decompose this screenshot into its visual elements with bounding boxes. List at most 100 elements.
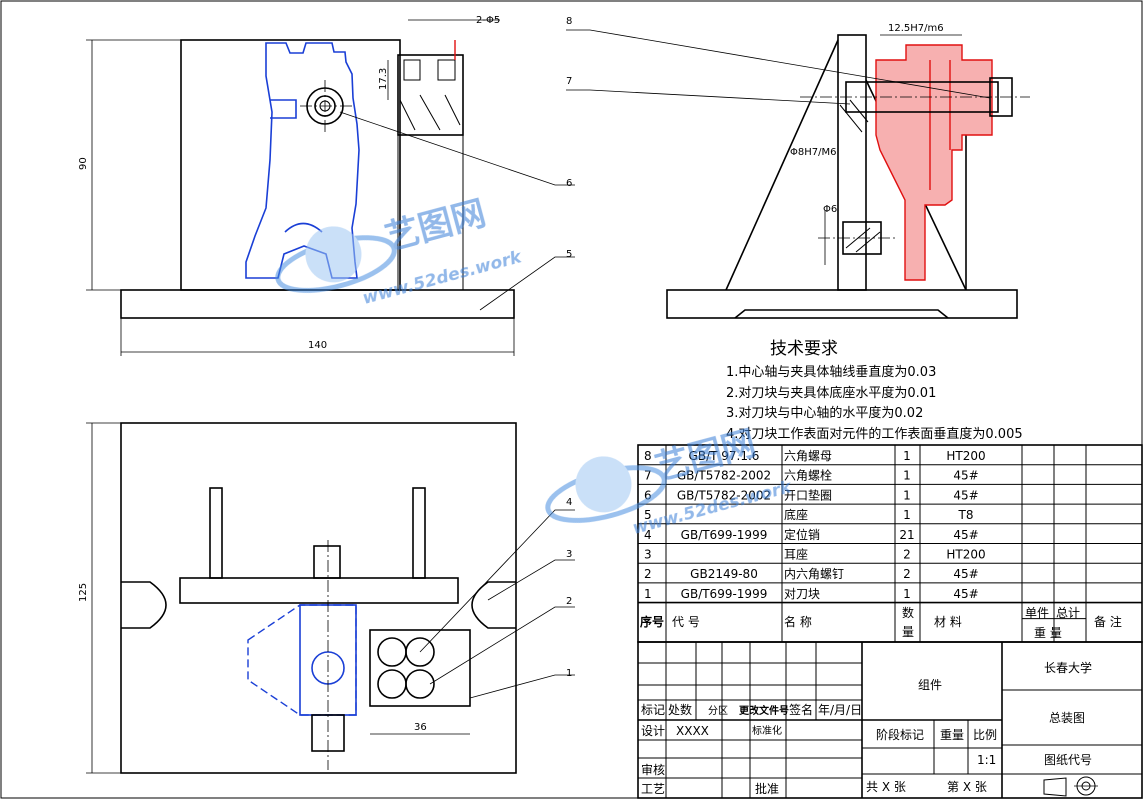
bom-cell-qty: 1 — [903, 587, 911, 601]
tech-requirement-4: 4.对刀块工作表面对元件的工作表面垂直度为0.005 — [726, 426, 1023, 442]
bom-cell-qty: 1 — [903, 449, 911, 463]
tb-sign: 签名 — [789, 702, 813, 717]
balloon-labels: 8 7 6 5 4 3 2 1 — [566, 16, 572, 679]
bom-cell-qty: 1 — [903, 508, 911, 522]
dim-36: 36 — [414, 722, 427, 733]
tech-requirements: 技术要求 1.中心轴与夹具体轴线垂直度为0.03 2.对刀块与夹具体底座水平度为… — [726, 339, 1023, 442]
bom-cell-code: GB/T5782-2002 — [677, 488, 771, 502]
ear-right — [471, 581, 516, 629]
bom-header-qty-1: 数 — [902, 605, 914, 620]
bom-header-weight-unit: 单件 — [1025, 606, 1049, 620]
tb-drawing-code: 图纸代号 — [1044, 753, 1092, 767]
side-hatch — [839, 99, 869, 133]
bom-cell-no: 5 — [644, 508, 652, 522]
bom-cell-material: HT200 — [946, 449, 985, 463]
balloon-3: 3 — [566, 549, 572, 560]
front-view: 90 140 2-Φ5 17.3 — [78, 15, 575, 356]
bom-cell-name: 对刀块 — [784, 587, 820, 601]
balloon-6: 6 — [566, 178, 572, 189]
upright — [837, 34, 867, 291]
tb-design: 设计 — [641, 724, 665, 738]
dim-pin-fit: Φ8H7/M6 — [790, 147, 836, 158]
workpiece-slot — [270, 99, 297, 119]
side-base-step — [734, 309, 949, 319]
bom-header-remark: 备 注 — [1094, 614, 1122, 629]
tb-scale-value: 1:1 — [977, 753, 996, 767]
rib-left — [725, 39, 839, 291]
leader-2 — [429, 606, 575, 685]
tb-change-doc: 更改文件号 — [739, 704, 789, 717]
bom-cell-name: 内六角螺钉 — [784, 567, 844, 581]
dim-140: 140 — [308, 340, 327, 351]
bom-cell-qty: 2 — [903, 548, 911, 562]
top-workpiece-hidden — [247, 604, 357, 716]
tb-drawing-name: 总装图 — [1049, 711, 1085, 725]
bom-cell-no: 8 — [644, 449, 652, 463]
balloon-8: 8 — [566, 16, 572, 27]
tb-assembly: 组件 — [918, 678, 942, 692]
bom-header-code: 代 号 — [672, 615, 700, 629]
dim-90: 90 — [78, 157, 89, 170]
side-base-plate — [666, 289, 1018, 319]
tb-mark: 标记 — [641, 703, 665, 717]
pin-hole-4 — [405, 669, 435, 699]
bom-cell-name: 底座 — [784, 507, 808, 522]
tb-school: 长春大学 — [1044, 660, 1092, 675]
bom-cell-qty: 2 — [903, 567, 911, 581]
leader-4 — [419, 509, 575, 653]
bom-cell-material: 45# — [953, 488, 978, 502]
balloon-4: 4 — [566, 497, 572, 508]
bom-cell-code: GB/T699-1999 — [681, 528, 768, 542]
bom-cell-name: 定位销 — [784, 527, 820, 542]
bom-cell-no: 1 — [644, 587, 652, 601]
tb-sheets: 共 X 张 — [866, 780, 906, 794]
bom-cell-name: 开口垫圈 — [784, 487, 832, 502]
bom-grid — [638, 445, 1142, 642]
bom-cell-name: 六角螺栓 — [784, 468, 832, 483]
post-right — [412, 487, 426, 579]
top-view: 125 36 — [78, 422, 575, 774]
bom-cell-no: 3 — [644, 548, 652, 562]
balloon-2: 2 — [566, 596, 572, 607]
leader-1 — [469, 674, 575, 699]
pin-hole-2 — [405, 637, 435, 667]
watermark-url-1: www.52des.work — [361, 247, 526, 309]
leader-7 — [566, 89, 851, 105]
fixture-body — [180, 39, 401, 291]
bom-header-name: 名 称 — [784, 614, 812, 629]
dim-bore: 2-Φ5 — [476, 15, 500, 26]
tech-requirement-2: 2.对刀块与夹具体底座水平度为0.01 — [726, 385, 936, 401]
bom-cell-material: 45# — [953, 587, 978, 601]
dim-125: 125 — [78, 583, 89, 602]
tb-check: 审核 — [641, 762, 665, 777]
post-left — [209, 487, 223, 579]
tb-stage-mark: 阶段标记 — [876, 727, 924, 742]
tb-count: 处数 — [668, 702, 692, 717]
bom-header-material: 材 料 — [934, 615, 962, 629]
dim-17: 17.3 — [378, 68, 389, 90]
bom-cell-no: 2 — [644, 567, 652, 581]
tb-scale: 比例 — [973, 728, 997, 742]
pin-hole-1 — [377, 637, 407, 667]
bom-cell-code: GB/T699-1999 — [681, 587, 768, 601]
leader-6 — [339, 111, 575, 186]
bom-cell-no: 6 — [644, 488, 652, 502]
ear-left — [121, 581, 167, 629]
bom-header-no: 序号 — [640, 614, 664, 629]
bom-cell-qty: 21 — [899, 528, 914, 542]
tb-date: 年/月/日 — [818, 703, 862, 717]
tb-zone: 分区 — [708, 705, 728, 717]
bom-cell-code: GB/T 97.1.6 — [689, 449, 760, 463]
tech-requirement-3: 3.对刀块与中心轴的水平度为0.02 — [726, 405, 923, 421]
tb-designer: XXXX — [676, 724, 709, 738]
title-block: 标记 处数 分区 更改文件号 签名 年/月/日 设计 XXXX 标准化 审核 工… — [637, 641, 1143, 799]
section-hatch — [399, 94, 461, 131]
bom-header-weight: 重 量 — [1034, 626, 1062, 640]
bom-cell-name: 耳座 — [784, 547, 808, 562]
bom-header-weight-total: 总计 — [1056, 606, 1080, 620]
tb-weight: 重量 — [940, 728, 964, 742]
